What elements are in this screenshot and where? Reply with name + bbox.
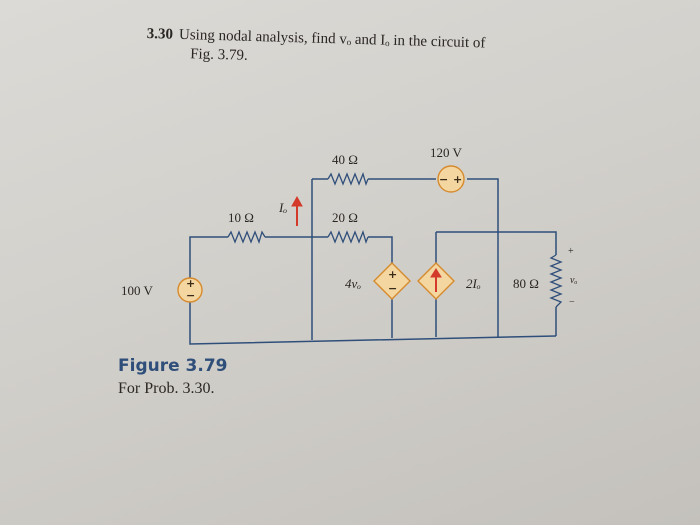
- label-20-ohm: 20 Ω: [332, 210, 358, 225]
- source-plus-sign: +: [186, 277, 195, 290]
- source-minus-sign: −: [439, 173, 448, 186]
- dep-source-minus-sign: −: [388, 282, 397, 295]
- wire-top-40ohm: [312, 178, 499, 337]
- wire-bottom-ground: [189, 300, 557, 345]
- vo-minus-sign: −: [569, 297, 575, 308]
- resistor-20-ohm: [327, 230, 369, 244]
- dep-source-plus-sign: +: [388, 268, 397, 281]
- arrowhead-icon: [430, 268, 442, 278]
- resistor-40-ohm: [327, 172, 369, 186]
- wire-right-loop: [435, 231, 557, 337]
- label-vo: vₒ: [570, 275, 577, 286]
- label-80-ohm: 80 Ω: [513, 276, 539, 291]
- label-100v: 100 V: [121, 283, 154, 298]
- wire-20ohm-to-node2: [312, 236, 393, 266]
- wire-left-branch: [189, 236, 228, 280]
- current-io-arrow-icon: [291, 195, 303, 226]
- resistor-80-ohm-vo: [549, 254, 563, 308]
- label-2io: 2Iₒ: [466, 276, 481, 291]
- label-120v: 120 V: [430, 145, 463, 160]
- source-minus-sign: −: [186, 289, 195, 302]
- dependent-voltage-source: + −: [373, 262, 411, 300]
- label-40-ohm: 40 Ω: [332, 152, 358, 167]
- voltage-source-100v: + −: [177, 277, 203, 303]
- label-io: Iₒ: [278, 200, 287, 215]
- figure-caption: For Prob. 3.30.: [118, 380, 215, 397]
- figure-title: Figure 3.79: [118, 356, 228, 376]
- vo-plus-sign: +: [568, 246, 574, 257]
- label-10-ohm: 10 Ω: [228, 210, 254, 225]
- dependent-current-source: [417, 262, 455, 300]
- circuit-wires: [189, 178, 557, 345]
- resistor-10-ohm: [227, 230, 266, 244]
- label-4vo: 4vₒ: [345, 276, 361, 291]
- source-plus-sign: +: [453, 173, 462, 186]
- voltage-source-120v: − +: [437, 165, 465, 193]
